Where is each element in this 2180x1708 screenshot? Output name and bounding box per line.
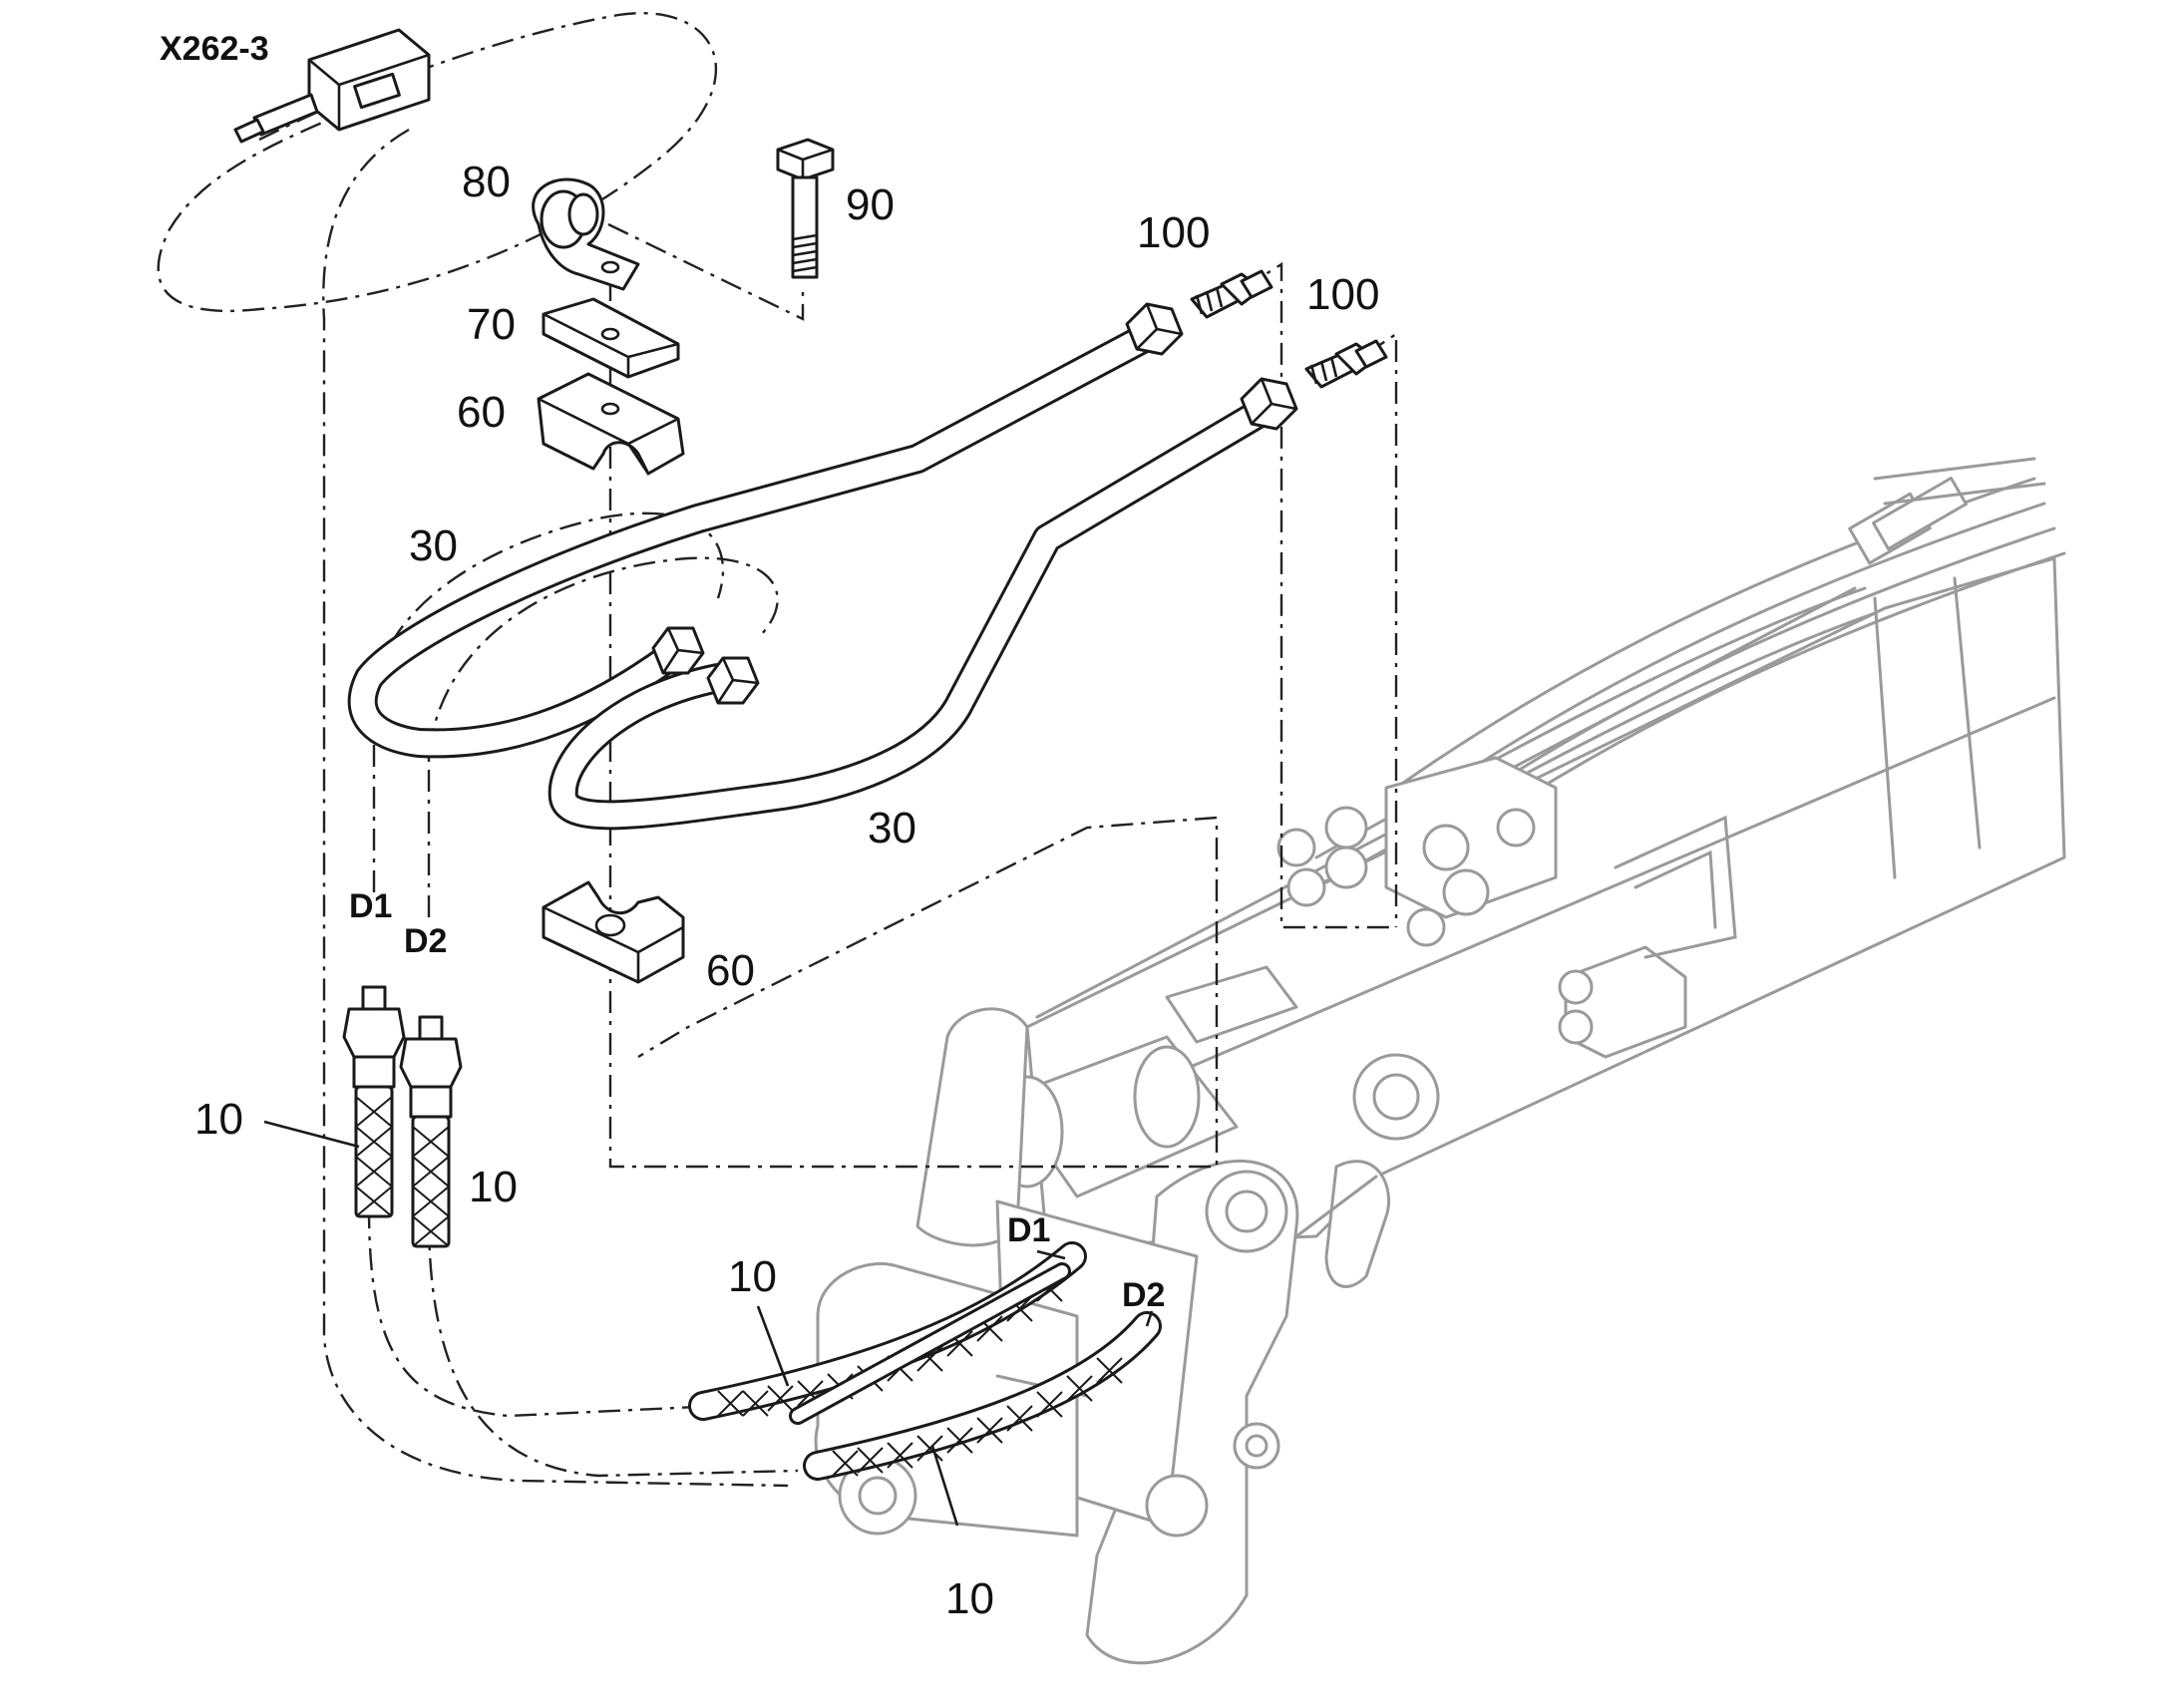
port-label-d1-boom: D1 bbox=[1007, 1211, 1050, 1249]
hose-left bbox=[342, 985, 406, 1218]
callout-hose-boom-upper: 10 bbox=[728, 1252, 777, 1301]
callout-hose-right: 10 bbox=[469, 1163, 518, 1211]
pipe-nut-lower-left bbox=[706, 656, 760, 705]
port-label-d2-left: D2 bbox=[404, 922, 447, 960]
electrical-connector bbox=[233, 28, 431, 144]
hose-boom-lower bbox=[803, 1311, 1162, 1481]
clamp-half-lower bbox=[542, 880, 685, 984]
pipe-nut-lower-right bbox=[1240, 377, 1298, 431]
adapter-fitting-left bbox=[1190, 269, 1273, 319]
callout-adapter-right: 100 bbox=[1306, 270, 1379, 319]
hose-right bbox=[399, 1015, 463, 1248]
callout-clamp: 80 bbox=[462, 158, 511, 206]
bolt bbox=[776, 138, 835, 279]
rigid-pipe-upper bbox=[347, 319, 1167, 759]
callout-clamp-half-lower: 60 bbox=[706, 946, 755, 995]
callout-pipe-upper: 30 bbox=[409, 521, 458, 570]
leader-lines bbox=[263, 1120, 1154, 1527]
cover-plate bbox=[542, 297, 680, 379]
callout-hose-boom-lower: 10 bbox=[945, 1574, 994, 1623]
guide-rod bbox=[789, 1262, 1071, 1425]
pipe-clamp bbox=[532, 177, 640, 291]
callout-adapter-left: 100 bbox=[1137, 208, 1210, 257]
pipe-nut-upper-right bbox=[1125, 302, 1184, 356]
callout-clamp-half-upper: 60 bbox=[457, 388, 506, 437]
connector-label: X262-3 bbox=[160, 30, 269, 68]
clamp-half-upper bbox=[537, 372, 685, 476]
adapter-fitting-right bbox=[1304, 339, 1388, 389]
pipe-nut-upper-left bbox=[651, 626, 705, 675]
callout-hose-left: 10 bbox=[194, 1095, 243, 1144]
labels: X262-3 80 90 70 60 60 100 100 30 30 10 1… bbox=[160, 30, 1379, 1623]
port-label-d1-left: D1 bbox=[349, 887, 392, 925]
callout-pipe-lower: 30 bbox=[868, 804, 916, 853]
port-label-d2-boom: D2 bbox=[1122, 1276, 1165, 1314]
callout-bolt: 90 bbox=[846, 180, 895, 229]
callout-plate: 70 bbox=[467, 300, 516, 349]
rigid-pipe-lower bbox=[547, 394, 1281, 831]
